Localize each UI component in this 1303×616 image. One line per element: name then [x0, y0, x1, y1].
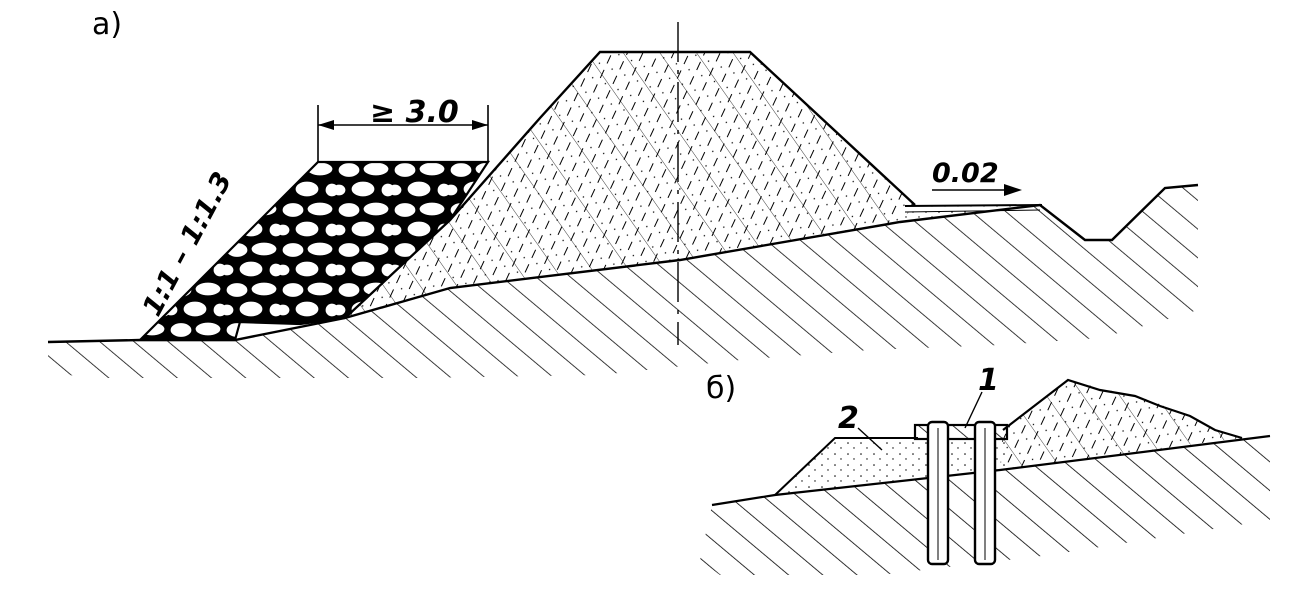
drain-layer — [900, 204, 1043, 222]
panel-b-label: б) — [706, 371, 736, 406]
callout-2-leader — [857, 427, 883, 451]
small-embankment — [1000, 378, 1243, 470]
sand-cushion — [774, 437, 1008, 496]
berm-width-label: ≥ 3.0 — [370, 95, 459, 130]
piles — [926, 420, 997, 566]
drain-slope-label: 0.02 — [932, 158, 999, 189]
panel-b: 1 2 б) — [690, 363, 1275, 585]
callout-1-label: 1 — [978, 363, 999, 398]
callout-1-leader — [964, 391, 983, 429]
callout-2-label: 2 — [838, 401, 859, 436]
drain-slope-annotation: 0.02 — [932, 158, 1022, 196]
panel-a: ≥ 3.0 1:1 – 1:1.3 0.02 а) — [40, 7, 1210, 384]
berm-width-dimension: ≥ 3.0 — [317, 95, 489, 162]
rock-prism — [137, 160, 491, 342]
panel-a-label: а) — [92, 7, 122, 42]
